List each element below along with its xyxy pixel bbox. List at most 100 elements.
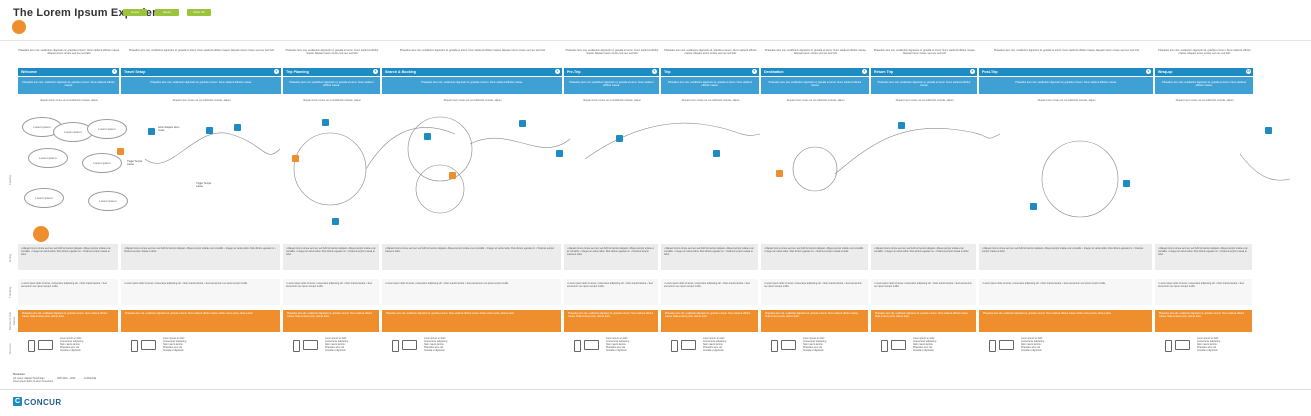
trigger-icon[interactable] <box>117 148 124 155</box>
footer-divider <box>0 389 1311 390</box>
device-item: Nam mauris lacinia <box>913 344 933 346</box>
device-item: Consectetur adipiscing <box>163 341 187 343</box>
device-item: Phasellus arcu nisi <box>913 347 933 349</box>
stage-number-badge: 9 <box>1146 69 1151 74</box>
stage-description-text: Phasellus arcu nisi, vestibulum dignissi… <box>1162 81 1246 87</box>
stage-name: Destination <box>764 70 784 74</box>
laptop-icon <box>999 340 1014 350</box>
phone-icon <box>881 340 888 352</box>
laptop-icon <box>584 340 599 350</box>
stage-description: Phasellus arcu nisi, vestibulum dignissi… <box>1155 77 1254 94</box>
action-icon[interactable] <box>519 120 526 127</box>
thinking-text: • Lorem ipsum dolor sit amet, consectetu… <box>567 283 653 288</box>
moments-text: Phasellus arcu nisi, vestibulum dignissi… <box>568 313 654 318</box>
thinking-text: • Lorem ipsum dolor sit amet, consectetu… <box>874 283 972 288</box>
action-icon[interactable] <box>148 128 155 135</box>
thinking-cell: • Lorem ipsum dolor sit amet, consectetu… <box>121 279 282 305</box>
thinking-cell: • Lorem ipsum dolor sit amet, consectetu… <box>1155 279 1254 305</box>
stage-description-text: Phasellus arcu nisi, vestibulum dignissi… <box>668 81 752 87</box>
action-icon[interactable] <box>206 127 213 134</box>
stage-name: Trip <box>664 70 671 74</box>
moments-text: Phasellus arcu nisi, vestibulum dignissi… <box>22 313 108 318</box>
action-icon[interactable] <box>556 150 563 157</box>
action-icon[interactable] <box>616 135 623 142</box>
row-label-doing: Doing <box>8 254 12 262</box>
moments-text: Phasellus arcu nisi, vestibulum dignissi… <box>875 313 969 318</box>
phone-icon <box>392 340 399 352</box>
device-item: Nam mauris lacinia <box>1197 344 1217 346</box>
device-item: Phasellus arcu nisi <box>1197 347 1217 349</box>
trigger-icon[interactable] <box>776 170 783 177</box>
moments-cell: Phasellus arcu nisi, vestibulum dignissi… <box>871 310 978 332</box>
doing-text: • Aliquam lorem ornare sed nec sed feliz… <box>286 248 376 256</box>
doing-cell: • Aliquam lorem ornare sed nec sed feliz… <box>382 244 563 270</box>
stage-subtext: Aliquam lorem ornare est vel sollicitudi… <box>40 100 98 102</box>
action-icon[interactable] <box>322 119 329 126</box>
phone-icon <box>1165 340 1172 352</box>
phone-icon <box>671 340 678 352</box>
stage-subtext: Aliquam lorem ornare est vel sollicitudi… <box>303 100 361 102</box>
device-item: Gravida et dignissim <box>703 350 724 352</box>
device-item: Consectetur adipiscing <box>606 341 630 343</box>
device-item: Nam mauris lacinia <box>163 344 183 346</box>
tag-button-1[interactable]: Lorem <box>123 9 147 16</box>
device-item: Gravida et dignissim <box>803 350 824 352</box>
thinking-text: • Lorem ipsum dolor sit amet, consectetu… <box>1158 283 1244 288</box>
moments-text: Phasellus arcu nisi, vestibulum dignissi… <box>765 313 859 318</box>
device-item: Phasellus arcu nisi <box>703 347 723 349</box>
action-icon[interactable] <box>1265 127 1272 134</box>
stage-description: Phasellus arcu nisi, vestibulum dignissi… <box>761 77 870 94</box>
moments-cell: Phasellus arcu nisi, vestibulum dignissi… <box>564 310 660 332</box>
moments-cell: Phasellus arcu nisi, vestibulum dignissi… <box>18 310 120 332</box>
stage-number-badge: 10 <box>1246 69 1251 74</box>
action-icon[interactable] <box>234 124 241 131</box>
device-item: Phasellus arcu nisi <box>1021 347 1041 349</box>
action-icon[interactable] <box>1123 180 1130 187</box>
action-icon[interactable] <box>713 150 720 157</box>
action-icon[interactable] <box>898 122 905 129</box>
thinking-cell: • Lorem ipsum dolor sit amet, consectetu… <box>871 279 978 305</box>
thinking-cell: • Lorem ipsum dolor sit amet, consectetu… <box>564 279 660 305</box>
action-icon[interactable] <box>332 218 339 225</box>
device-item: Lorem ipsum ut dolor <box>325 338 347 340</box>
tag-button-3[interactable]: Dolor Sit <box>187 9 211 16</box>
device-item: Gravida et dignissim <box>913 350 934 352</box>
stage-subtext: Aliquam lorem ornare est vel sollicitudi… <box>1175 100 1234 102</box>
stage-intro: Phasellus arcu nisi, vestibulum dignissi… <box>993 49 1140 52</box>
device-item: Phasellus arcu nisi <box>325 347 345 349</box>
action-icon[interactable] <box>1030 203 1037 210</box>
device-item: Lorem ipsum ut dolor <box>1197 338 1219 340</box>
action-label: Action Aliquam lorem ornare <box>158 127 180 132</box>
trigger-icon[interactable] <box>292 155 299 162</box>
device-item: Consectetur adipiscing <box>1021 341 1045 343</box>
device-item: Lorem ipsum ut dolor <box>606 338 628 340</box>
tag-button-2[interactable]: Ipsum <box>155 9 179 16</box>
action-icon[interactable] <box>424 133 431 140</box>
device-item: Gravida et dignissim <box>163 350 184 352</box>
stage-name: Welcome <box>21 70 37 74</box>
trigger-icon[interactable] <box>449 172 456 179</box>
stage-description-text: Phasellus arcu nisi, vestibulum dignissi… <box>877 81 971 87</box>
moments-text: Phasellus arcu nisi, vestibulum dignissi… <box>983 313 1112 315</box>
device-item: Gravida et dignissim <box>1021 350 1042 352</box>
thinking-cell: • Lorem ipsum dolor sit amet, consectetu… <box>979 279 1154 305</box>
page-title: The Lorem Ipsum Experience <box>13 7 172 19</box>
thinking-cell: • Lorem ipsum dolor sit amet, consectetu… <box>283 279 381 305</box>
stage-description: Phasellus arcu nisi, vestibulum dignissi… <box>382 77 563 94</box>
